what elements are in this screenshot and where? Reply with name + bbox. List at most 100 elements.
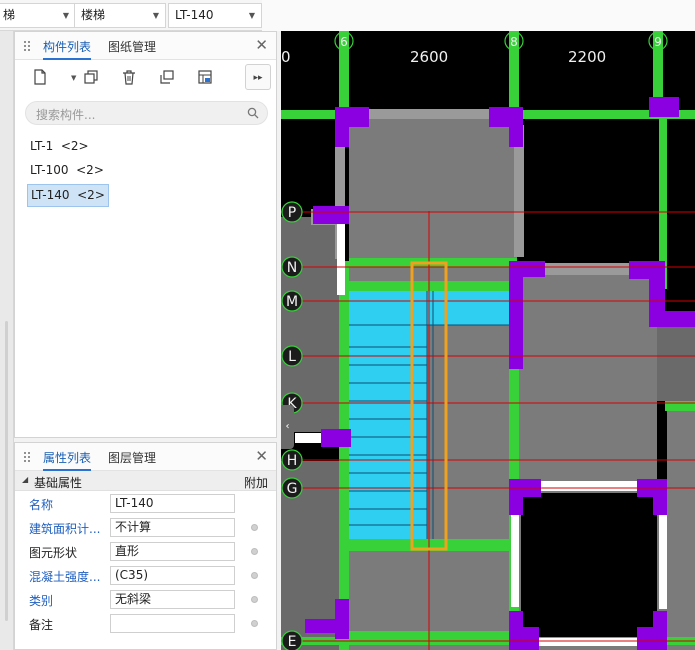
column-axis-labels: 0 2600 2200	[281, 48, 606, 66]
more-tools-button[interactable]: ▸▸	[245, 64, 271, 90]
slab-area	[349, 115, 517, 265]
property-group-title: 基础属性	[34, 476, 83, 490]
axis-label: K	[287, 396, 297, 412]
component-list: LT-1 <2> LT-100 <2> LT-140 <2>	[27, 136, 109, 208]
property-value-input[interactable]: LT-140	[110, 494, 235, 513]
chevron-down-icon: ▼	[152, 11, 159, 20]
search-placeholder: 搜索构件...	[36, 108, 96, 122]
tab-property-list[interactable]: 属性列表	[43, 449, 92, 471]
wall-white	[541, 481, 639, 491]
layer-copy-icon	[160, 70, 174, 84]
wall-white	[295, 433, 339, 443]
dimension-label: 2600	[410, 48, 448, 66]
property-value-input[interactable]: 无斜梁	[110, 590, 235, 609]
collapse-panel-button[interactable]: ‹	[281, 405, 294, 449]
property-row: 图元形状 直形	[15, 539, 276, 563]
drag-handle-icon[interactable]	[23, 40, 31, 52]
axis-label: 9	[654, 35, 662, 49]
tab-drawing-management[interactable]: 图纸管理	[108, 40, 157, 54]
delete-button[interactable]	[116, 64, 142, 90]
drag-handle-icon[interactable]	[23, 451, 31, 463]
list-item[interactable]: LT-100 <2>	[30, 163, 104, 177]
axis-label: L	[288, 349, 296, 365]
attach-checkbox[interactable]	[251, 524, 258, 531]
close-icon[interactable]: ✕	[255, 447, 268, 465]
row-axis-labels: P N M L K H G E	[286, 205, 298, 650]
axis-label: N	[287, 260, 297, 276]
wall-grey	[514, 125, 524, 257]
close-icon[interactable]: ✕	[255, 36, 268, 54]
wall-grey	[335, 127, 345, 259]
layer-copy-button[interactable]	[154, 64, 180, 90]
slab-area	[657, 321, 695, 401]
search-input[interactable]: 搜索构件...	[25, 101, 268, 125]
property-value-input[interactable]	[110, 614, 235, 633]
axis-label: 0	[281, 48, 291, 66]
copy-icon	[84, 70, 98, 84]
axis-label: 8	[510, 35, 518, 49]
property-name: 图元形状	[29, 546, 78, 560]
axis-label: E	[288, 634, 297, 650]
slab-area	[667, 411, 695, 650]
axis-label: H	[287, 453, 298, 469]
property-name: 建筑面积计...	[29, 522, 101, 536]
axis-bubbles-top	[334, 31, 668, 51]
wall-grey	[349, 109, 509, 119]
list-item[interactable]: LT-1 <2>	[30, 139, 89, 153]
scrollbar[interactable]	[5, 321, 8, 621]
component-toolbar: ▼ ▸▸	[15, 60, 276, 94]
new-component-button[interactable]	[27, 64, 53, 90]
category-dropdown[interactable]: 梯 ▼	[0, 3, 76, 28]
axis-label: G	[287, 481, 298, 497]
opening	[521, 493, 657, 645]
axis-label: M	[286, 294, 298, 310]
attach-checkbox[interactable]	[251, 572, 258, 579]
type-dropdown[interactable]: 楼梯 ▼	[74, 3, 166, 28]
selection-outline[interactable]	[410, 261, 448, 551]
import-icon	[198, 70, 212, 84]
collapse-triangle-icon[interactable]: ◢	[22, 475, 29, 484]
property-name: 类别	[29, 594, 54, 608]
toolbar-empty-area	[262, 0, 695, 31]
attach-checkbox[interactable]	[251, 548, 258, 555]
chevron-down-icon[interactable]: ▼	[71, 74, 77, 82]
wall-white	[659, 509, 667, 609]
property-panel-tabs: 属性列表 图层管理 ✕	[15, 443, 276, 471]
property-row: 混凝土强度... (C35)	[15, 563, 276, 587]
attach-checkbox[interactable]	[251, 620, 258, 627]
slab-area	[517, 273, 657, 485]
wall-white	[337, 223, 345, 295]
property-name: 混凝土强度...	[29, 570, 101, 584]
trash-icon	[123, 70, 135, 85]
type-dropdown-value: 楼梯	[81, 8, 106, 22]
property-value-input[interactable]: 不计算	[110, 518, 235, 537]
search-icon[interactable]	[247, 107, 259, 119]
stair-treads	[349, 289, 509, 541]
tab-component-list[interactable]: 构件列表	[43, 38, 92, 60]
wall-white	[511, 511, 519, 607]
property-group-header[interactable]: ◢ 基础属性 附加	[15, 471, 276, 491]
floor-plan[interactable]: 0 2600 2200 6 8 9	[281, 31, 695, 650]
property-value-input[interactable]: 直形	[110, 542, 235, 561]
axis-label: 6	[340, 35, 348, 49]
attach-checkbox[interactable]	[251, 596, 258, 603]
component-panel-tabs: 构件列表 图纸管理 ✕	[15, 32, 276, 60]
property-row: 类别 无斜梁	[15, 587, 276, 611]
tab-layer-management[interactable]: 图层管理	[108, 451, 157, 465]
import-button[interactable]	[192, 64, 218, 90]
left-dock-strip	[0, 31, 14, 650]
property-row: 建筑面积计... 不计算	[15, 515, 276, 539]
copy-button[interactable]	[78, 64, 104, 90]
component-dropdown[interactable]: LT-140 ▼	[168, 3, 262, 28]
property-row: 名称 LT-140	[15, 491, 276, 515]
property-value-input[interactable]: (C35)	[110, 566, 235, 585]
drawing-canvas[interactable]: 0 2600 2200 6 8 9	[281, 31, 695, 650]
property-name: 名称	[29, 498, 54, 512]
stair-flight[interactable]	[349, 325, 427, 541]
wall-white	[537, 638, 637, 646]
axis-bubble-labels: 6 8 9	[340, 35, 662, 49]
property-name: 备注	[29, 618, 54, 632]
axis-bubbles-left	[281, 201, 303, 650]
list-item-selected[interactable]: LT-140 <2>	[27, 184, 109, 207]
